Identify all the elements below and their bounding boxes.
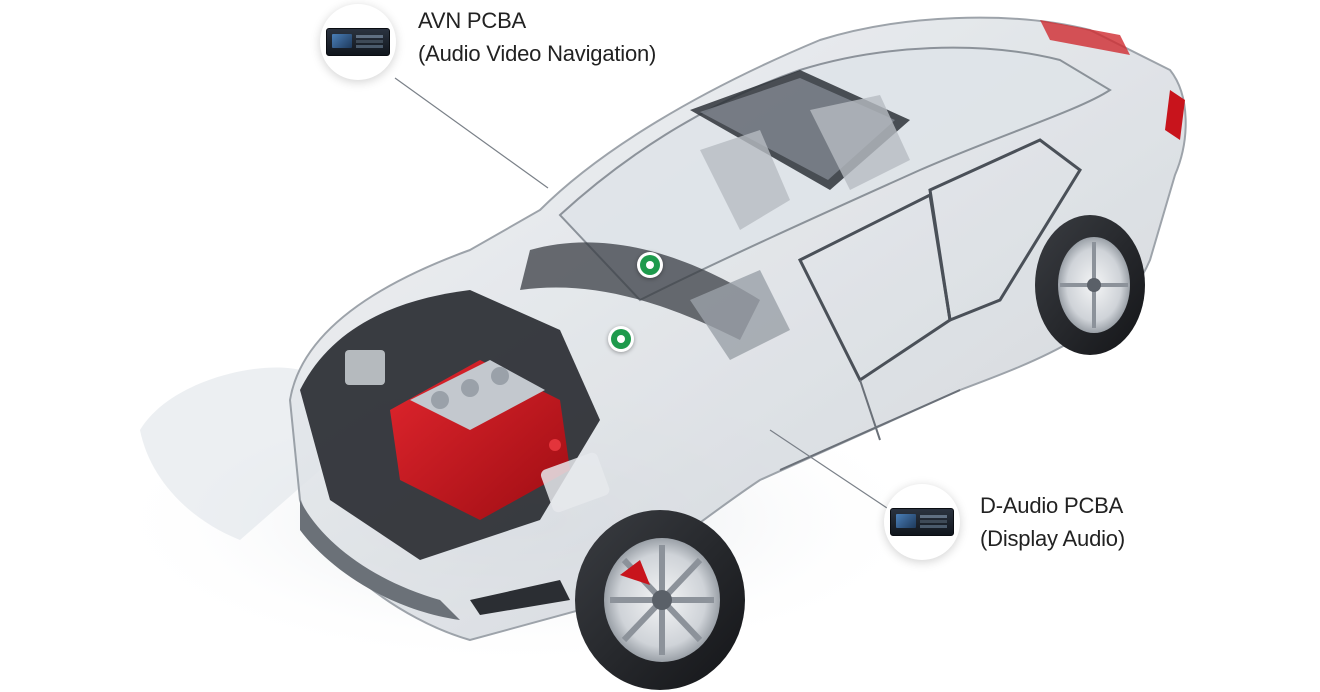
daudio-hotspot[interactable] — [608, 326, 634, 352]
hotspot-marker-icon — [640, 255, 660, 275]
hotspot-marker-icon — [611, 329, 631, 349]
infotainment-screen-icon — [326, 28, 390, 56]
avn-thumbnail — [320, 4, 396, 80]
display-audio-screen-icon — [890, 508, 954, 536]
avn-leader-line — [394, 77, 549, 189]
daudio-leader-line — [769, 429, 894, 513]
engine-bay — [300, 290, 610, 560]
daudio-subtitle: (Display Audio) — [980, 526, 1125, 551]
daudio-callout-label: D-Audio PCBA (Display Audio) — [980, 489, 1125, 555]
avn-hotspot[interactable] — [637, 252, 663, 278]
avn-callout-label: AVN PCBA (Audio Video Navigation) — [418, 4, 656, 70]
avn-title: AVN PCBA — [418, 8, 527, 33]
car-front — [300, 500, 570, 620]
daudio-title: D-Audio PCBA — [980, 493, 1124, 518]
avn-subtitle: (Audio Video Navigation) — [418, 41, 657, 66]
front-wheel — [575, 510, 745, 690]
daudio-thumbnail — [884, 484, 960, 560]
leader-lines — [394, 77, 894, 513]
rear-wheel — [1035, 215, 1145, 355]
